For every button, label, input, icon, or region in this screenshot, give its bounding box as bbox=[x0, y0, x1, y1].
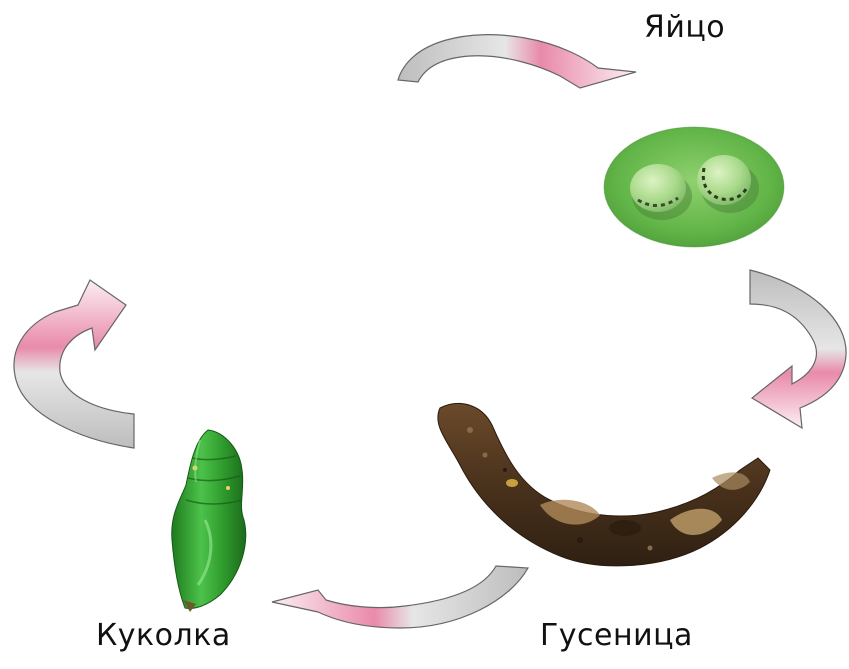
stage-label-egg: Яйцо bbox=[644, 10, 725, 45]
egg-icon bbox=[604, 127, 784, 247]
cycle-arrow-icon bbox=[272, 566, 528, 628]
stage-label-larva: Гусеница bbox=[540, 618, 693, 653]
caterpillar-icon bbox=[438, 403, 770, 565]
cycle-arrow-icon bbox=[398, 35, 636, 88]
chrysalis-icon bbox=[172, 430, 246, 612]
stage-label-pupa: Куколка bbox=[96, 618, 231, 653]
cycle-arrow-icon bbox=[750, 270, 846, 428]
cycle-arrow-icon bbox=[14, 280, 134, 448]
